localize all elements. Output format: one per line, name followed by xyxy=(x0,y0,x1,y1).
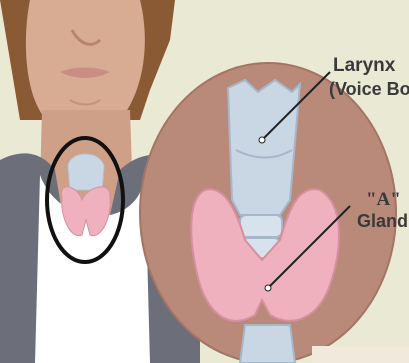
label-plate xyxy=(312,346,409,363)
gland-pointer-dot xyxy=(265,285,271,291)
gland-letter-label: "A" xyxy=(366,190,401,209)
trachea-ring-1 xyxy=(240,215,282,237)
larynx-pointer-dot xyxy=(259,137,265,143)
larynx-sublabel: (Voice Box) xyxy=(329,80,409,98)
larynx-label: Larynx xyxy=(333,56,395,75)
trachea-lower xyxy=(240,325,295,363)
larynx xyxy=(228,80,300,215)
gland-label: Gland xyxy=(357,212,408,230)
small-larynx xyxy=(68,154,104,190)
